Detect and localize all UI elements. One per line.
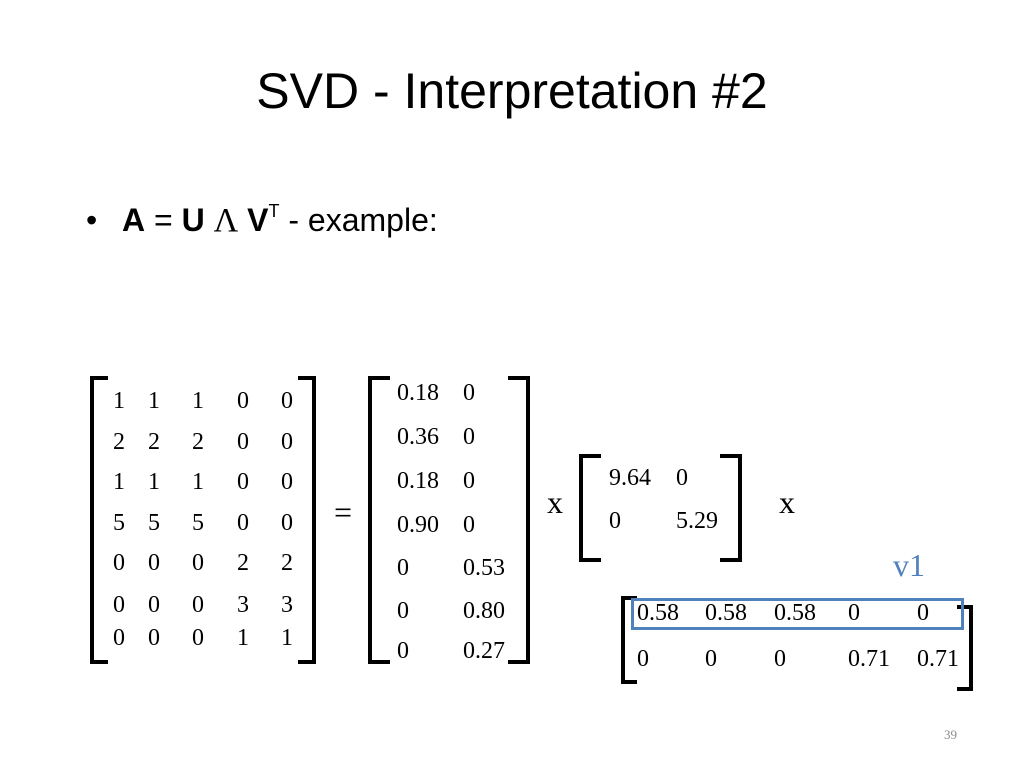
matrix-a-cell: 5 [148,510,160,536]
symbol-u: U [181,202,205,238]
matrix-a-cell: 1 [113,388,125,414]
matrix-a-cell: 0 [113,625,125,651]
matrix-lambda-right-bracket [720,454,742,562]
matrix-vt-cell: 0 [637,646,649,672]
matrix-a-cell: 1 [281,625,293,651]
times-operator-2: x [779,484,795,520]
matrix-a-cell: 1 [148,469,160,495]
matrix-a-cell: 3 [281,592,293,618]
matrix-vt-cell: 0.71 [848,646,890,672]
matrix-a-cell: 0 [281,469,293,495]
matrix-a-cell: 0 [281,388,293,414]
matrix-a-cell: 1 [148,388,160,414]
matrix-u-cell: 0 [463,380,475,406]
matrix-u-cell: 0.18 [397,468,439,494]
matrix-a-cell: 0 [281,429,293,455]
symbol-lambda: Λ [213,202,239,239]
matrix-a-cell: 2 [192,429,204,455]
matrix-a-cell: 1 [113,469,125,495]
matrix-a-cell: 0 [237,388,249,414]
matrix-vt-cell: 0.71 [917,646,959,672]
matrix-u-cell: 0.90 [397,512,439,538]
matrix-u-cell: 0.36 [397,424,439,450]
matrix-a-cell: 3 [237,592,249,618]
bullet-marker: • [86,202,98,238]
page-number: 39 [944,727,957,742]
matrix-u-cell: 0 [463,424,475,450]
matrix-u-cell: 0 [397,598,409,624]
bullet-line: • A = U Λ VT - example: [86,201,438,240]
v1-label: v1 [893,547,925,583]
matrix-a-cell: 1 [237,625,249,651]
matrix-lambda-cell: 5.29 [676,508,718,534]
matrix-a-right-bracket [298,376,316,664]
matrix-a-cell: 2 [237,550,249,576]
matrix-a-cell: 0 [237,469,249,495]
matrix-vt-cell: 0 [848,600,860,626]
matrix-u-cell: 0.27 [463,638,505,664]
matrix-a-cell: 0 [192,550,204,576]
matrix-u-cell: 0.80 [463,598,505,624]
matrix-a-cell: 0 [148,550,160,576]
matrix-a-left-bracket [90,376,108,664]
matrix-a-cell: 0 [192,625,204,651]
matrix-u-cell: 0 [463,468,475,494]
matrix-a-cell: 0 [281,510,293,536]
matrix-vt-cell: 0.58 [637,600,679,626]
matrix-u-right-bracket [508,376,530,664]
slide-title: SVD - Interpretation #2 [256,63,768,119]
matrix-lambda-cell: 9.64 [609,465,651,491]
matrix-vt-cell: 0 [774,646,786,672]
v1-highlight-box [631,598,964,630]
times-operator-1: x [547,484,563,520]
matrix-vt-right-bracket [957,605,973,691]
matrix-a-cell: 0 [237,429,249,455]
matrix-u-cell: 0 [397,638,409,664]
matrix-u-cell: 0 [397,555,409,581]
bullet-rest-text: - example: [279,202,438,238]
matrix-u-cell: 0 [463,512,475,538]
equals-sign: = [154,202,173,238]
matrix-lambda-cell: 0 [609,508,621,534]
matrix-a-cell: 0 [148,625,160,651]
transpose-superscript: T [268,201,280,222]
matrix-u-cell: 0.18 [397,380,439,406]
matrix-a-cell: 0 [148,592,160,618]
matrix-a-cell: 0 [113,550,125,576]
matrix-vt-left-bracket [621,596,637,684]
matrix-a-cell: 1 [192,469,204,495]
matrix-a-cell: 5 [113,510,125,536]
matrix-a-cell: 2 [113,429,125,455]
matrix-a-cell: 1 [192,388,204,414]
matrix-u-cell: 0.53 [463,555,505,581]
equals-operator: = [334,494,353,530]
matrix-lambda-left-bracket [579,454,601,562]
matrix-a-cell: 0 [237,510,249,536]
matrix-a-cell: 0 [113,592,125,618]
matrix-a-cell: 5 [192,510,204,536]
matrix-a-cell: 2 [148,429,160,455]
matrix-a-cell: 2 [281,550,293,576]
symbol-a: A [122,202,146,238]
matrix-vt-cell: 0.58 [774,600,816,626]
matrix-lambda-cell: 0 [676,465,688,491]
symbol-v: V [247,202,269,238]
matrix-a-cell: 0 [192,592,204,618]
matrix-vt-cell: 0.58 [705,600,747,626]
matrix-vt-cell: 0 [705,646,717,672]
matrix-vt-cell: 0 [917,600,929,626]
matrix-u-left-bracket [368,376,390,664]
